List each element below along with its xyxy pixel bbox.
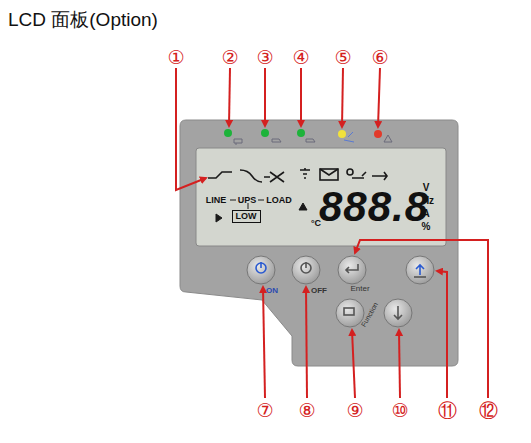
lcd-label: LINE [206,196,227,205]
lcd-unit: V [423,183,430,193]
lcd-unit: A [422,209,429,219]
callout-number: ⑧ [298,401,315,420]
button-label: ON [266,287,278,295]
callout-number: ⑫ [479,401,498,420]
callout-number: ④ [292,48,309,67]
callout-number: ⑤ [334,48,351,67]
callout-number: ⑩ [391,401,408,420]
lcd-digits: 888.8 [319,186,429,228]
callout-number: ⑪ [438,401,457,420]
callout-number: ⑦ [256,401,273,420]
button-label: Enter [350,285,369,293]
lcd-label: UPS [238,196,257,205]
callout-number: ① [167,48,184,67]
lcd-label: LOW [232,210,261,223]
lcd-unit: Hz [422,196,434,206]
callout-number: ③ [256,48,273,67]
panel-title: LCD 面板(Option) [8,10,158,29]
button-label: OFF [311,287,327,295]
callout-number: ② [221,48,238,67]
callout-number: ⑨ [346,401,363,420]
lcd-unit: % [422,222,431,232]
lcd-label: LOAD [266,196,292,205]
callout-number: ⑥ [371,48,388,67]
